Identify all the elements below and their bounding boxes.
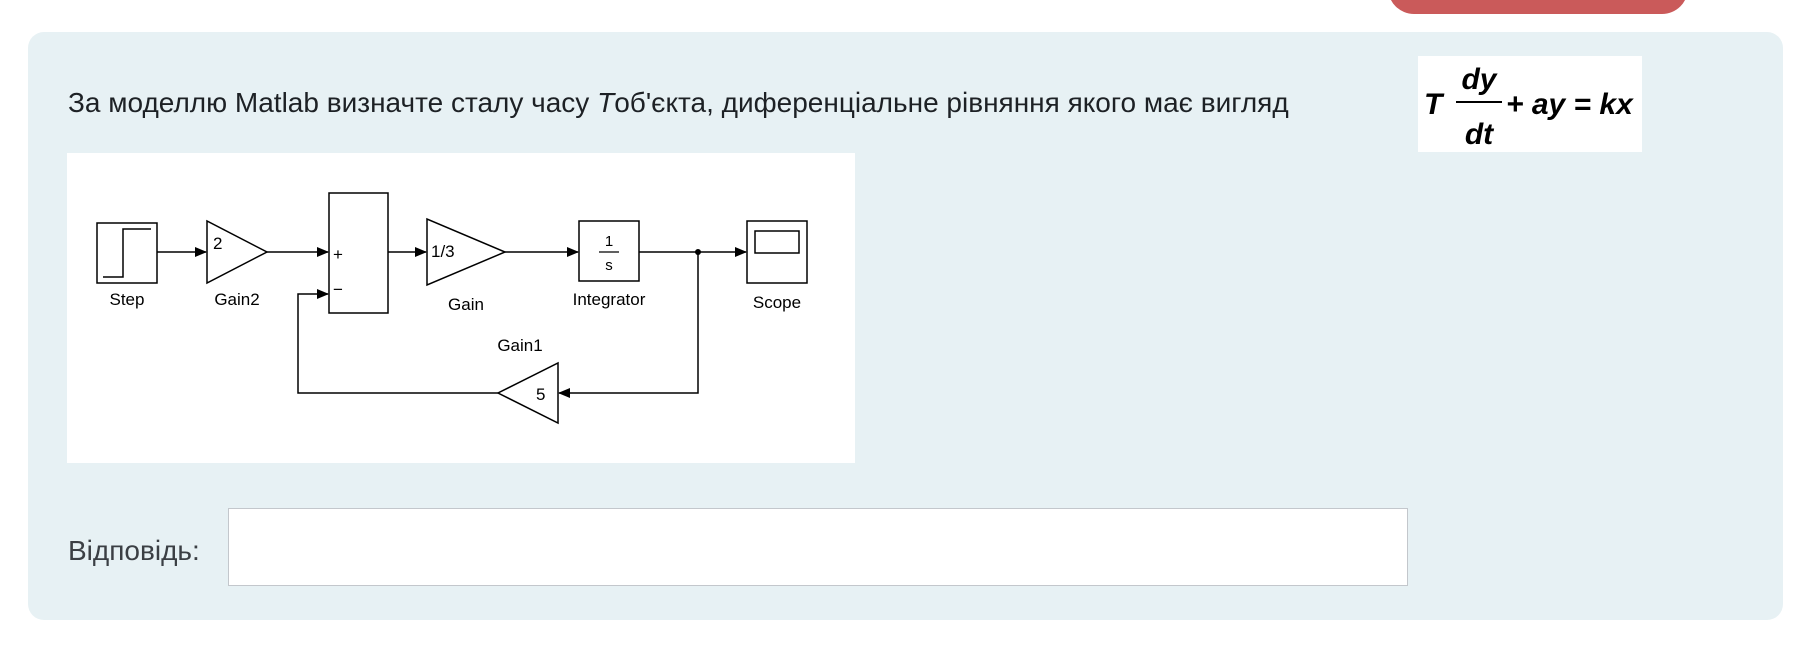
question-text: За моделлю Matlab визначте сталу часу Tо…: [68, 83, 1289, 123]
scope-label: Scope: [753, 293, 801, 312]
scope-block: Scope: [746, 220, 808, 312]
gain1-block: 5 Gain1: [496, 336, 559, 425]
formula-numerator: dy: [1461, 63, 1497, 96]
gain1-label: Gain1: [497, 336, 542, 355]
integrator-label: Integrator: [573, 290, 646, 309]
gain-value: 1/3: [431, 242, 455, 261]
question-text-after: об'єкта, диференціальне рівняння якого м…: [614, 87, 1289, 118]
sum-minus: −: [333, 280, 343, 299]
formula-rest: + ay = kx: [1506, 88, 1634, 121]
gain1-value: 5: [536, 385, 545, 404]
answer-label: Відповідь:: [68, 535, 200, 566]
gain2-label: Gain2: [214, 290, 259, 309]
gain-label: Gain: [448, 295, 484, 314]
question-text-before: За моделлю Matlab визначте сталу часу: [68, 87, 598, 118]
step-block: Step: [96, 222, 158, 309]
gain2-value: 2: [213, 234, 222, 253]
gain2-block: 2 Gain2: [206, 219, 269, 309]
simulink-diagram: Step 2 Gain2 + − 1/3 Gain 1 s Integrator: [67, 153, 855, 463]
question-variable: T: [597, 87, 615, 118]
sum-block: + −: [328, 192, 389, 314]
integrator-block: 1 s Integrator: [573, 220, 646, 309]
answer-input[interactable]: [228, 508, 1408, 586]
formula-T: T: [1424, 88, 1445, 121]
branch-point: [695, 249, 701, 255]
formula-denominator: dt: [1465, 118, 1495, 151]
integrator-den: s: [605, 257, 613, 274]
sum-plus: +: [333, 245, 343, 264]
signal-lines: [157, 247, 747, 398]
formula-image: T dy dt + ay = kx: [1418, 56, 1642, 152]
gain-block: 1/3 Gain: [426, 217, 507, 314]
integrator-num: 1: [605, 233, 613, 250]
step-label: Step: [110, 290, 145, 309]
top-action-button[interactable]: [1388, 0, 1688, 14]
